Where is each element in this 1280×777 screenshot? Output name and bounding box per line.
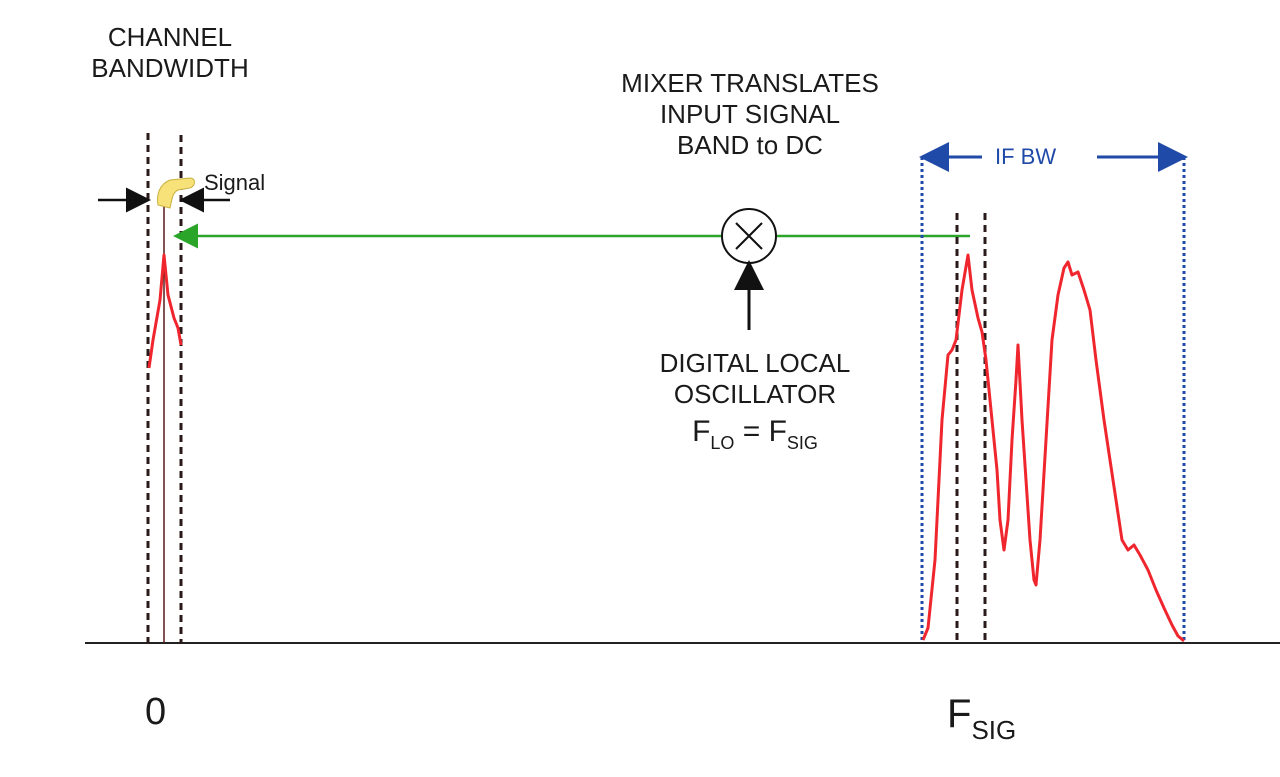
lo-eq-f: F [692, 415, 711, 449]
axis-fsig-sub: SIG [971, 715, 1017, 745]
lo-eq-equals-f: = F [734, 415, 787, 449]
lo-caption-line-1: DIGITAL LOCAL [659, 348, 851, 378]
lo-eq-sub-lo: LO [710, 433, 735, 454]
mixer-caption-line-2: INPUT SIGNAL [659, 99, 841, 130]
lo-eq-sub-sig: SIG [786, 433, 818, 454]
dc-spectrum [147, 253, 183, 369]
mixer-caption-line-3: BAND to DC [677, 130, 823, 161]
if-bw-label: IF BW [995, 144, 1057, 169]
channel-bandwidth-line-1: CHANNEL [107, 22, 233, 52]
axis-zero-label: 0 [145, 691, 167, 733]
signal-bubble-icon [157, 177, 195, 209]
axis-fsig-f: F [947, 692, 972, 736]
mixer-caption: MIXER TRANSLATES INPUT SIGNAL BAND to DC [540, 68, 960, 162]
axis-fsig-label: FSIG [947, 690, 1016, 746]
channel-bandwidth-line-2: BANDWIDTH [91, 53, 249, 84]
channel-bandwidth-label: CHANNEL BANDWIDTH [40, 22, 300, 84]
if-spectrum [921, 253, 1185, 643]
lo-equation: FLO = FSIG [560, 414, 950, 455]
local-oscillator-caption: DIGITAL LOCAL OSCILLATOR FLO = FSIG [560, 348, 950, 455]
mixer-icon [721, 208, 777, 264]
mixer-caption-line-1: MIXER TRANSLATES [621, 68, 879, 98]
signal-label: Signal [204, 170, 266, 195]
lo-caption-line-2: OSCILLATOR [673, 379, 837, 410]
